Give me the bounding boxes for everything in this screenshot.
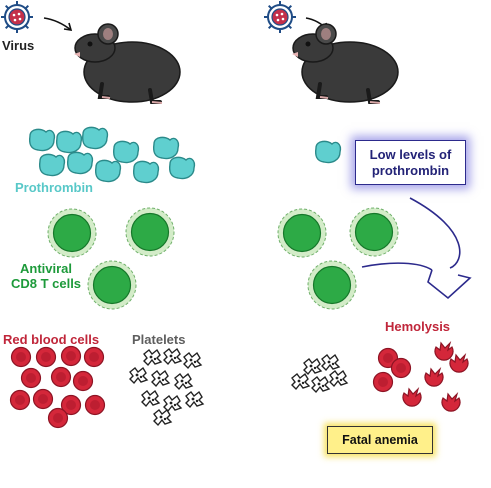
lysed-red-cell-icon — [441, 393, 461, 412]
cd8-label-line2: CD8 T cells — [10, 275, 82, 291]
arrowhead — [427, 269, 472, 300]
low-box-line2: prothrombin — [371, 162, 450, 178]
platelet-icon — [329, 370, 348, 387]
red-blood-cells — [9, 345, 106, 429]
t-cell-icon — [47, 208, 97, 258]
lysed-red-cell-icon — [449, 354, 469, 373]
infection-arrow — [43, 17, 72, 31]
platelet-icon — [163, 348, 182, 365]
red-blood-cell-icon — [83, 346, 105, 368]
bean-molecule-icon — [81, 126, 109, 150]
platelets-right — [291, 354, 348, 393]
red-blood-cell-icon — [50, 366, 72, 388]
bean-molecule-icon — [38, 153, 66, 177]
platelet-icon — [321, 354, 340, 371]
platelet-icon — [183, 352, 202, 369]
mouse-icon — [290, 22, 400, 105]
platelet-icon — [291, 373, 310, 390]
platelet-icon — [151, 370, 170, 387]
platelet-icon — [303, 358, 322, 375]
t-cell-icon — [277, 208, 327, 258]
virus-label: Virus — [2, 38, 35, 53]
mouse-icon — [72, 22, 182, 105]
platelets-label: Platelets — [132, 332, 186, 347]
red-blood-cell-icon — [47, 407, 69, 429]
bean-molecule-icon — [168, 156, 196, 180]
virus-icon — [0, 0, 34, 34]
bean-molecule-icon — [28, 128, 56, 152]
red-blood-cell-icon — [372, 371, 394, 393]
red-blood-cell-icon — [60, 345, 82, 367]
platelet-icon — [174, 373, 193, 390]
lysed-red-cell-icon — [424, 368, 444, 387]
bean-molecule-icon — [112, 140, 140, 164]
virus-icon — [263, 0, 297, 34]
red-blood-cell-icon — [390, 357, 412, 379]
platelet-icon — [129, 367, 148, 384]
t-cell-icon — [349, 207, 399, 257]
bean-molecule-icon — [55, 130, 83, 154]
low-box-line1: Low levels of — [369, 146, 452, 162]
curved-arrow-icon — [361, 262, 433, 271]
platelet-icon — [311, 376, 330, 393]
t-cell-icon — [125, 207, 175, 257]
infection-arrowhead — [63, 22, 73, 31]
platelet-icon — [163, 395, 182, 412]
bean-molecule-icon — [314, 140, 342, 164]
platelet-icon — [143, 349, 162, 366]
bean-molecule-icon — [132, 160, 160, 184]
bean-molecule-icon — [66, 151, 94, 175]
platelet-icon — [153, 409, 172, 426]
platelets — [129, 348, 204, 426]
red-blood-cell-icon — [35, 346, 57, 368]
curved-arrow-icon — [409, 197, 461, 269]
lysed-red-cell-icon — [434, 342, 454, 361]
lysed-red-cells — [372, 342, 469, 412]
hemolysis-label: Hemolysis — [385, 319, 451, 334]
red-blood-cell-icon — [84, 394, 106, 416]
platelet-icon — [185, 391, 204, 408]
t-cells-left — [47, 207, 175, 310]
bean-molecule-icon — [152, 136, 180, 160]
t-cell-icon — [87, 260, 137, 310]
red-blood-cell-icon — [10, 346, 32, 368]
red-blood-cell-icon — [20, 367, 42, 389]
fatal-anemia-box: Fatal anemia — [327, 426, 433, 454]
red-blood-cell-icon — [72, 370, 94, 392]
platelet-icon — [141, 390, 160, 407]
lysed-red-cell-icon — [402, 388, 422, 407]
red-blood-cell-icon — [32, 388, 54, 410]
bean-molecule-icon — [94, 159, 122, 183]
red-blood-cell-icon — [9, 389, 31, 411]
t-cells-right — [277, 207, 399, 310]
t-cell-icon — [307, 260, 357, 310]
cd8-label-line1: Antiviral — [19, 261, 72, 276]
low-prothrombin-box: Low levels of prothrombin — [355, 140, 466, 185]
prothrombin-molecules — [28, 126, 196, 184]
cd8-t-cells-label: Antiviral CD8 T cells — [6, 261, 86, 292]
red-blood-cells-label: Red blood cells — [3, 332, 100, 347]
prothrombin-label: Prothrombin — [15, 180, 93, 195]
